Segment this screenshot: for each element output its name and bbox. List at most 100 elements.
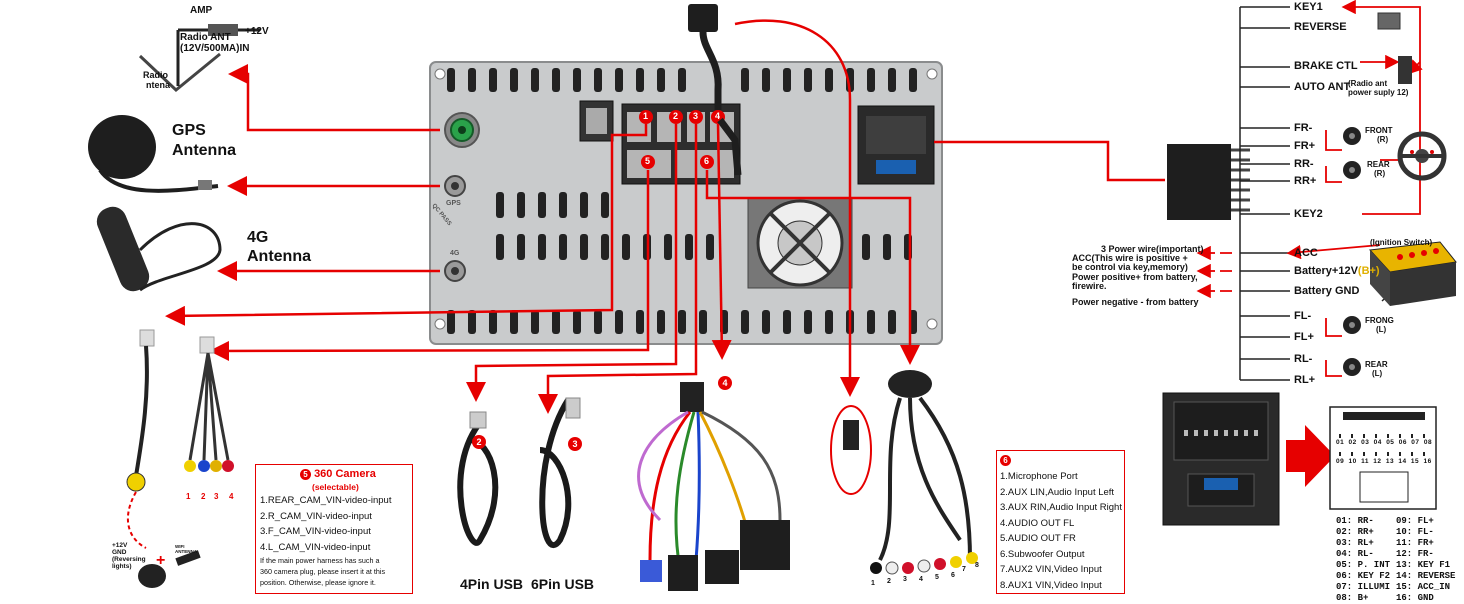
pin-table-right: 09: FL+ 10: FL- 11: FR+ 12: FR- 13: KEY …: [1396, 516, 1455, 604]
usb6-label: 6Pin USB: [531, 576, 595, 592]
pin-table-row: 11: FR+: [1396, 538, 1434, 548]
battery-b-text: (B+): [1357, 265, 1380, 277]
radio-ant-label: Radio ANT: [180, 32, 231, 43]
pin-06: 06: [1398, 439, 1407, 446]
aux-plug-5: 5: [935, 574, 939, 581]
pin-04: 04: [1373, 439, 1382, 446]
fl-plus-label: FL+: [1294, 331, 1314, 343]
camera-info-box: 5 360 Camera (selectable) 1.REAR_CAM_VIN…: [255, 464, 413, 594]
harness-lines: [1239, 6, 1411, 381]
unit-4g-label: 4G: [450, 250, 460, 257]
4g-label-2: Antenna: [247, 248, 311, 265]
aux-plug-1: 1: [871, 580, 875, 587]
aux-plug-6: 6: [951, 572, 955, 579]
iso-harness-plug: [1167, 144, 1250, 220]
unit-gps-label: GPS: [446, 200, 461, 207]
pin-top-row: 01 02 03 04 05 06 07 08: [1336, 439, 1432, 446]
acc-note: ACC(This wire is positive + be control v…: [1072, 254, 1188, 272]
acc-note-1: ACC(This wire is positive +: [1072, 253, 1188, 263]
rl-minus-label: RL-: [1294, 353, 1313, 365]
amp-label: AMP: [190, 5, 213, 16]
camera-box-subtitle: (selectable): [312, 482, 359, 492]
4g-label-1: 4G: [247, 229, 269, 246]
wifi-label-1: WIFI: [175, 544, 185, 549]
aux-line-5: 5.AUDIO OUT FR: [1000, 533, 1076, 544]
port-num-1: 1: [643, 111, 649, 121]
camera-line-3: 3.F_CAM_VIN-video-input: [260, 526, 371, 537]
plus12-label: +12V: [245, 26, 269, 37]
fr-minus-label: FR-: [1294, 122, 1313, 134]
front-r2-label: (R): [1377, 135, 1389, 144]
port-num-3: 3: [693, 111, 699, 121]
red-wires: [165, 19, 1165, 414]
pin-13: 13: [1385, 458, 1395, 465]
camera-note-1: If the main power harness has such a: [260, 556, 380, 565]
reverse-note-4: lights): [112, 563, 132, 570]
gps-antenna-icon: [88, 115, 219, 193]
pin-table-left: 01: RR- 02: RR+ 03: RL+ 04: RL- 05: P. I…: [1336, 516, 1390, 604]
rl-plus-label: RL+: [1294, 374, 1316, 386]
port-num-5: 5: [645, 156, 651, 166]
usb4-tag: 2: [472, 435, 486, 449]
gps-label-1: GPS: [172, 122, 206, 139]
auto-ant-note-2: power suply 12): [1348, 88, 1409, 97]
pin-12: 12: [1373, 458, 1382, 465]
reverse-note-2: GND: [112, 549, 127, 556]
camera-note-2: 360 camera plug, please insert it at thi…: [260, 567, 386, 576]
speaker-icons: [1343, 127, 1361, 376]
pin-table-row: 03: RL+: [1336, 538, 1374, 548]
pos-note-1: Power positive+ from battery,: [1072, 272, 1198, 282]
pin-15: 15: [1410, 458, 1420, 465]
head-unit: [429, 61, 943, 345]
aux-plug-8: 8: [975, 562, 979, 569]
pin-14: 14: [1398, 458, 1407, 465]
aux-harness-icon: [830, 370, 978, 575]
wifi-label: WIFI ANTENNA: [175, 544, 197, 554]
camera-box-title-text: 360 Camera: [314, 468, 376, 480]
camera-box-title: 5 360 Camera: [300, 468, 376, 480]
aux-plug-7: 7: [962, 566, 966, 573]
camera-line-2: 2.R_CAM_VIN-video-input: [260, 510, 372, 522]
harness4-tag: 4: [718, 376, 732, 390]
cam-plug-2: 2: [201, 492, 206, 501]
port-num-6: 6: [704, 156, 710, 166]
pin-table-row: 16: GND: [1396, 593, 1434, 603]
aux-line-4: 4.AUDIO OUT FL: [1000, 517, 1075, 529]
camera-note: If the main power harness has such a 360…: [260, 555, 391, 588]
aux-line-8: 8.AUX1 VIN,Video Input: [1000, 579, 1102, 591]
aux-line-7: 7.AUX2 VIN,Video Input: [1000, 564, 1102, 575]
pin-table-row: 10: FL-: [1396, 527, 1434, 537]
top-connector-cable: [688, 4, 742, 176]
pin-table-row: 01: RR-: [1336, 516, 1374, 526]
pin-05: 05: [1386, 439, 1395, 446]
usb4-label: 4Pin USB: [460, 576, 524, 592]
ignition-label: (Ignition Switch): [1370, 238, 1433, 247]
pin-table-row: 05: P. INT: [1336, 560, 1391, 570]
fl-minus-label: FL-: [1294, 310, 1312, 322]
pin-table-row: 08: B+: [1336, 593, 1369, 603]
neg-note: Power negative - from battery: [1072, 297, 1199, 307]
aux-line-2: 2.AUX LIN,Audio Input Left: [1000, 486, 1115, 498]
reverse-note: +12V GND (Reversing lights): [112, 542, 146, 570]
battery-gnd-label: Battery GND: [1294, 285, 1360, 297]
pin-table-row: 15: ACC_IN: [1396, 582, 1451, 592]
gps-label-2: Antenna: [172, 142, 236, 159]
aux-box-num: 6: [1000, 455, 1011, 466]
pin-01: 01: [1336, 439, 1345, 446]
aux-plug-4: 4: [919, 576, 923, 583]
brake-icon: [1398, 56, 1412, 84]
pinout-diagram: [1329, 406, 1437, 510]
rear-l-label: REAR: [1365, 360, 1388, 369]
auto-ant-note: (Radio ant: [1348, 79, 1388, 88]
pin-table-row: 12: FR-: [1396, 549, 1434, 559]
key2-label: KEY2: [1294, 208, 1323, 220]
cam-plug-1: 1: [186, 492, 191, 501]
steering-wheel-icon: [1397, 131, 1447, 181]
pin-table-row: 02: RR+: [1336, 527, 1374, 537]
arrow-right-icon: [1286, 425, 1335, 487]
acc-note-2: be control via key,memory): [1072, 262, 1188, 272]
battery-text: Battery+12V: [1294, 265, 1358, 277]
iso-connector-photo: [1162, 392, 1280, 526]
radio-ant-spec: (12V/500MA)IN: [180, 43, 250, 54]
